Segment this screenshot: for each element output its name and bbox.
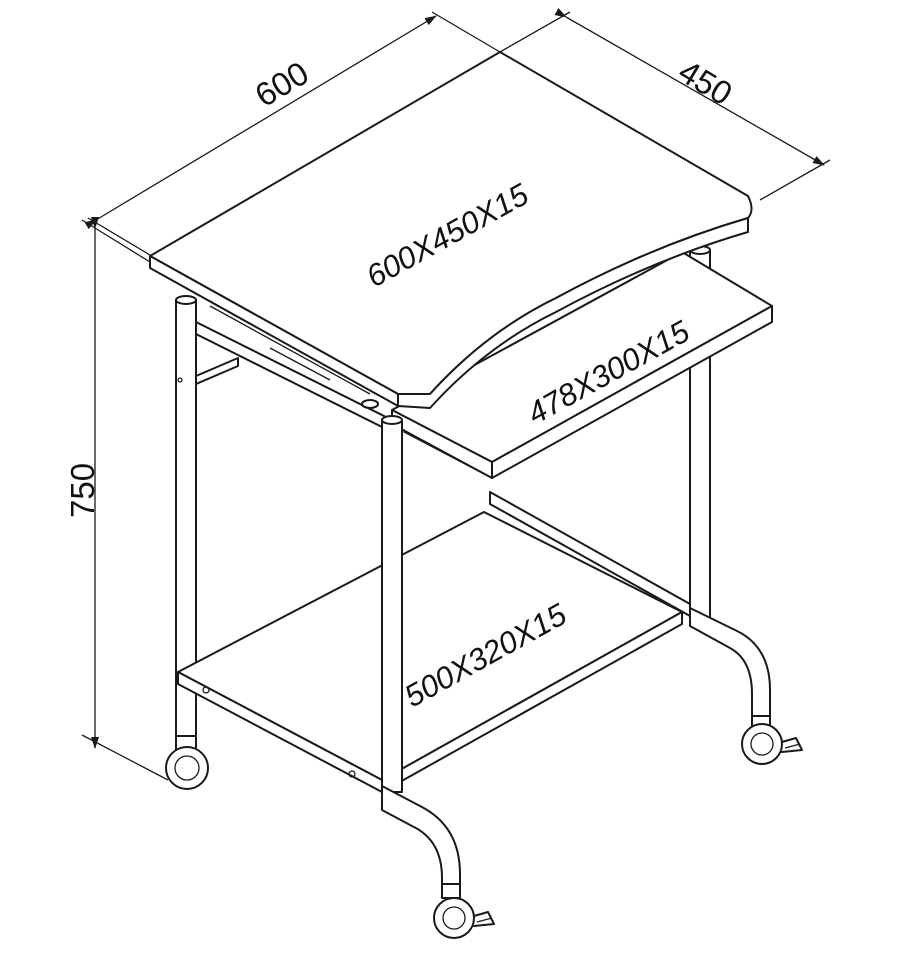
desktop-top: 600X450X15	[149, 51, 753, 409]
dimension-depth	[499, 8, 831, 201]
bottom-shelf: 500X320X15	[177, 511, 683, 793]
back-right-foot	[689, 607, 771, 731]
height-dimension-label: 750	[64, 463, 101, 518]
back-right-caster	[741, 723, 803, 765]
depth-dimension-label: 450	[672, 52, 738, 112]
back-left-caster	[165, 735, 209, 790]
width-dimension-label: 600	[249, 54, 315, 114]
front-left-caster	[433, 897, 495, 939]
back-left-leg	[175, 295, 197, 741]
front-left-leg	[381, 415, 461, 899]
dimension-height	[81, 217, 169, 781]
frame-braces	[195, 321, 691, 617]
